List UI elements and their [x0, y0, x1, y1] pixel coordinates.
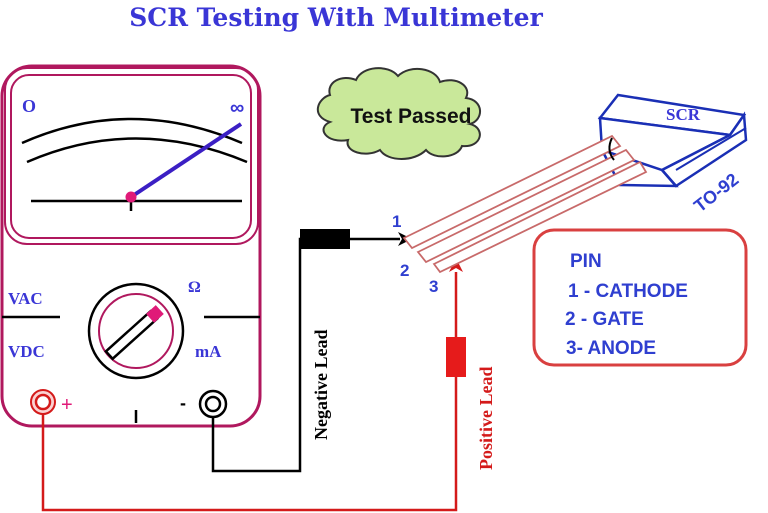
rotary-selector-knob[interactable] — [87, 282, 185, 380]
pin-legend: PIN 1 - CATHODE 2 - GATE 3- ANODE — [532, 228, 748, 367]
pin-number-1: 1 — [392, 212, 401, 231]
positive-sign: + — [61, 394, 73, 416]
scr-pins: 1 2 3 — [392, 134, 648, 296]
needle-pivot — [125, 191, 137, 203]
knob-inner-ring — [98, 293, 174, 369]
positive-terminal[interactable] — [30, 389, 56, 415]
meter-needle — [129, 122, 243, 199]
scale-zero-label: O — [22, 96, 36, 116]
package-label: TO-92 — [690, 169, 742, 216]
positive-lead-label: Positive Lead — [476, 367, 496, 471]
positive-probe[interactable] — [446, 337, 466, 377]
pin-legend-row-gate: 2 - GATE — [565, 309, 644, 330]
positive-lead: Positive Lead — [41, 258, 496, 512]
pin-legend-box — [532, 228, 748, 367]
negative-terminal[interactable] — [198, 389, 228, 419]
scr-side-line — [675, 127, 747, 171]
negative-sign: - — [180, 393, 186, 413]
test-passed-cloud: Test Passed — [317, 67, 481, 160]
pin-1-cathode — [402, 134, 622, 250]
scr-label: SCR — [666, 105, 701, 124]
pin-number-2: 2 — [400, 261, 409, 280]
scale-arc-outer — [21, 117, 243, 145]
pin-body-junction — [608, 137, 615, 161]
scale-arc-inner — [26, 137, 248, 164]
status-text: Test Passed — [350, 105, 471, 128]
negative-jack-inner — [204, 395, 222, 413]
negative-probe[interactable] — [300, 229, 350, 249]
negative-lead-wire — [211, 237, 320, 473]
knob-pointer — [104, 305, 164, 361]
mode-label-ma: mA — [195, 342, 222, 361]
mode-label-ohm: Ω — [188, 279, 201, 296]
pin-3-anode — [432, 160, 648, 274]
negative-lead-label: Negative Lead — [311, 330, 331, 440]
display-inner-border — [10, 74, 252, 239]
pin-legend-row-cathode: 1 - CATHODE — [568, 281, 688, 302]
pin-number-3: 3 — [429, 277, 438, 296]
scr-side-face — [660, 111, 748, 188]
cloud-shape — [317, 67, 481, 160]
pin-2-gate — [416, 148, 636, 264]
pin-legend-row-anode: 3- ANODE — [566, 338, 656, 359]
display-outer-border — [4, 67, 259, 245]
positive-lead-wire — [41, 272, 458, 512]
diagram-title: SCR Testing With Multimeter — [129, 3, 543, 32]
scale-infinity-label: ∞ — [230, 97, 244, 119]
negative-lead: Negative Lead — [211, 229, 412, 473]
mode-label-vac: VAC — [8, 289, 43, 308]
positive-jack-inner — [34, 393, 52, 411]
multimeter-body — [0, 64, 262, 428]
mode-label-vdc: VDC — [8, 342, 45, 361]
pin-legend-heading: PIN — [570, 251, 602, 272]
multimeter: O ∞ VAC VDC Ω mA + - — [0, 64, 262, 428]
